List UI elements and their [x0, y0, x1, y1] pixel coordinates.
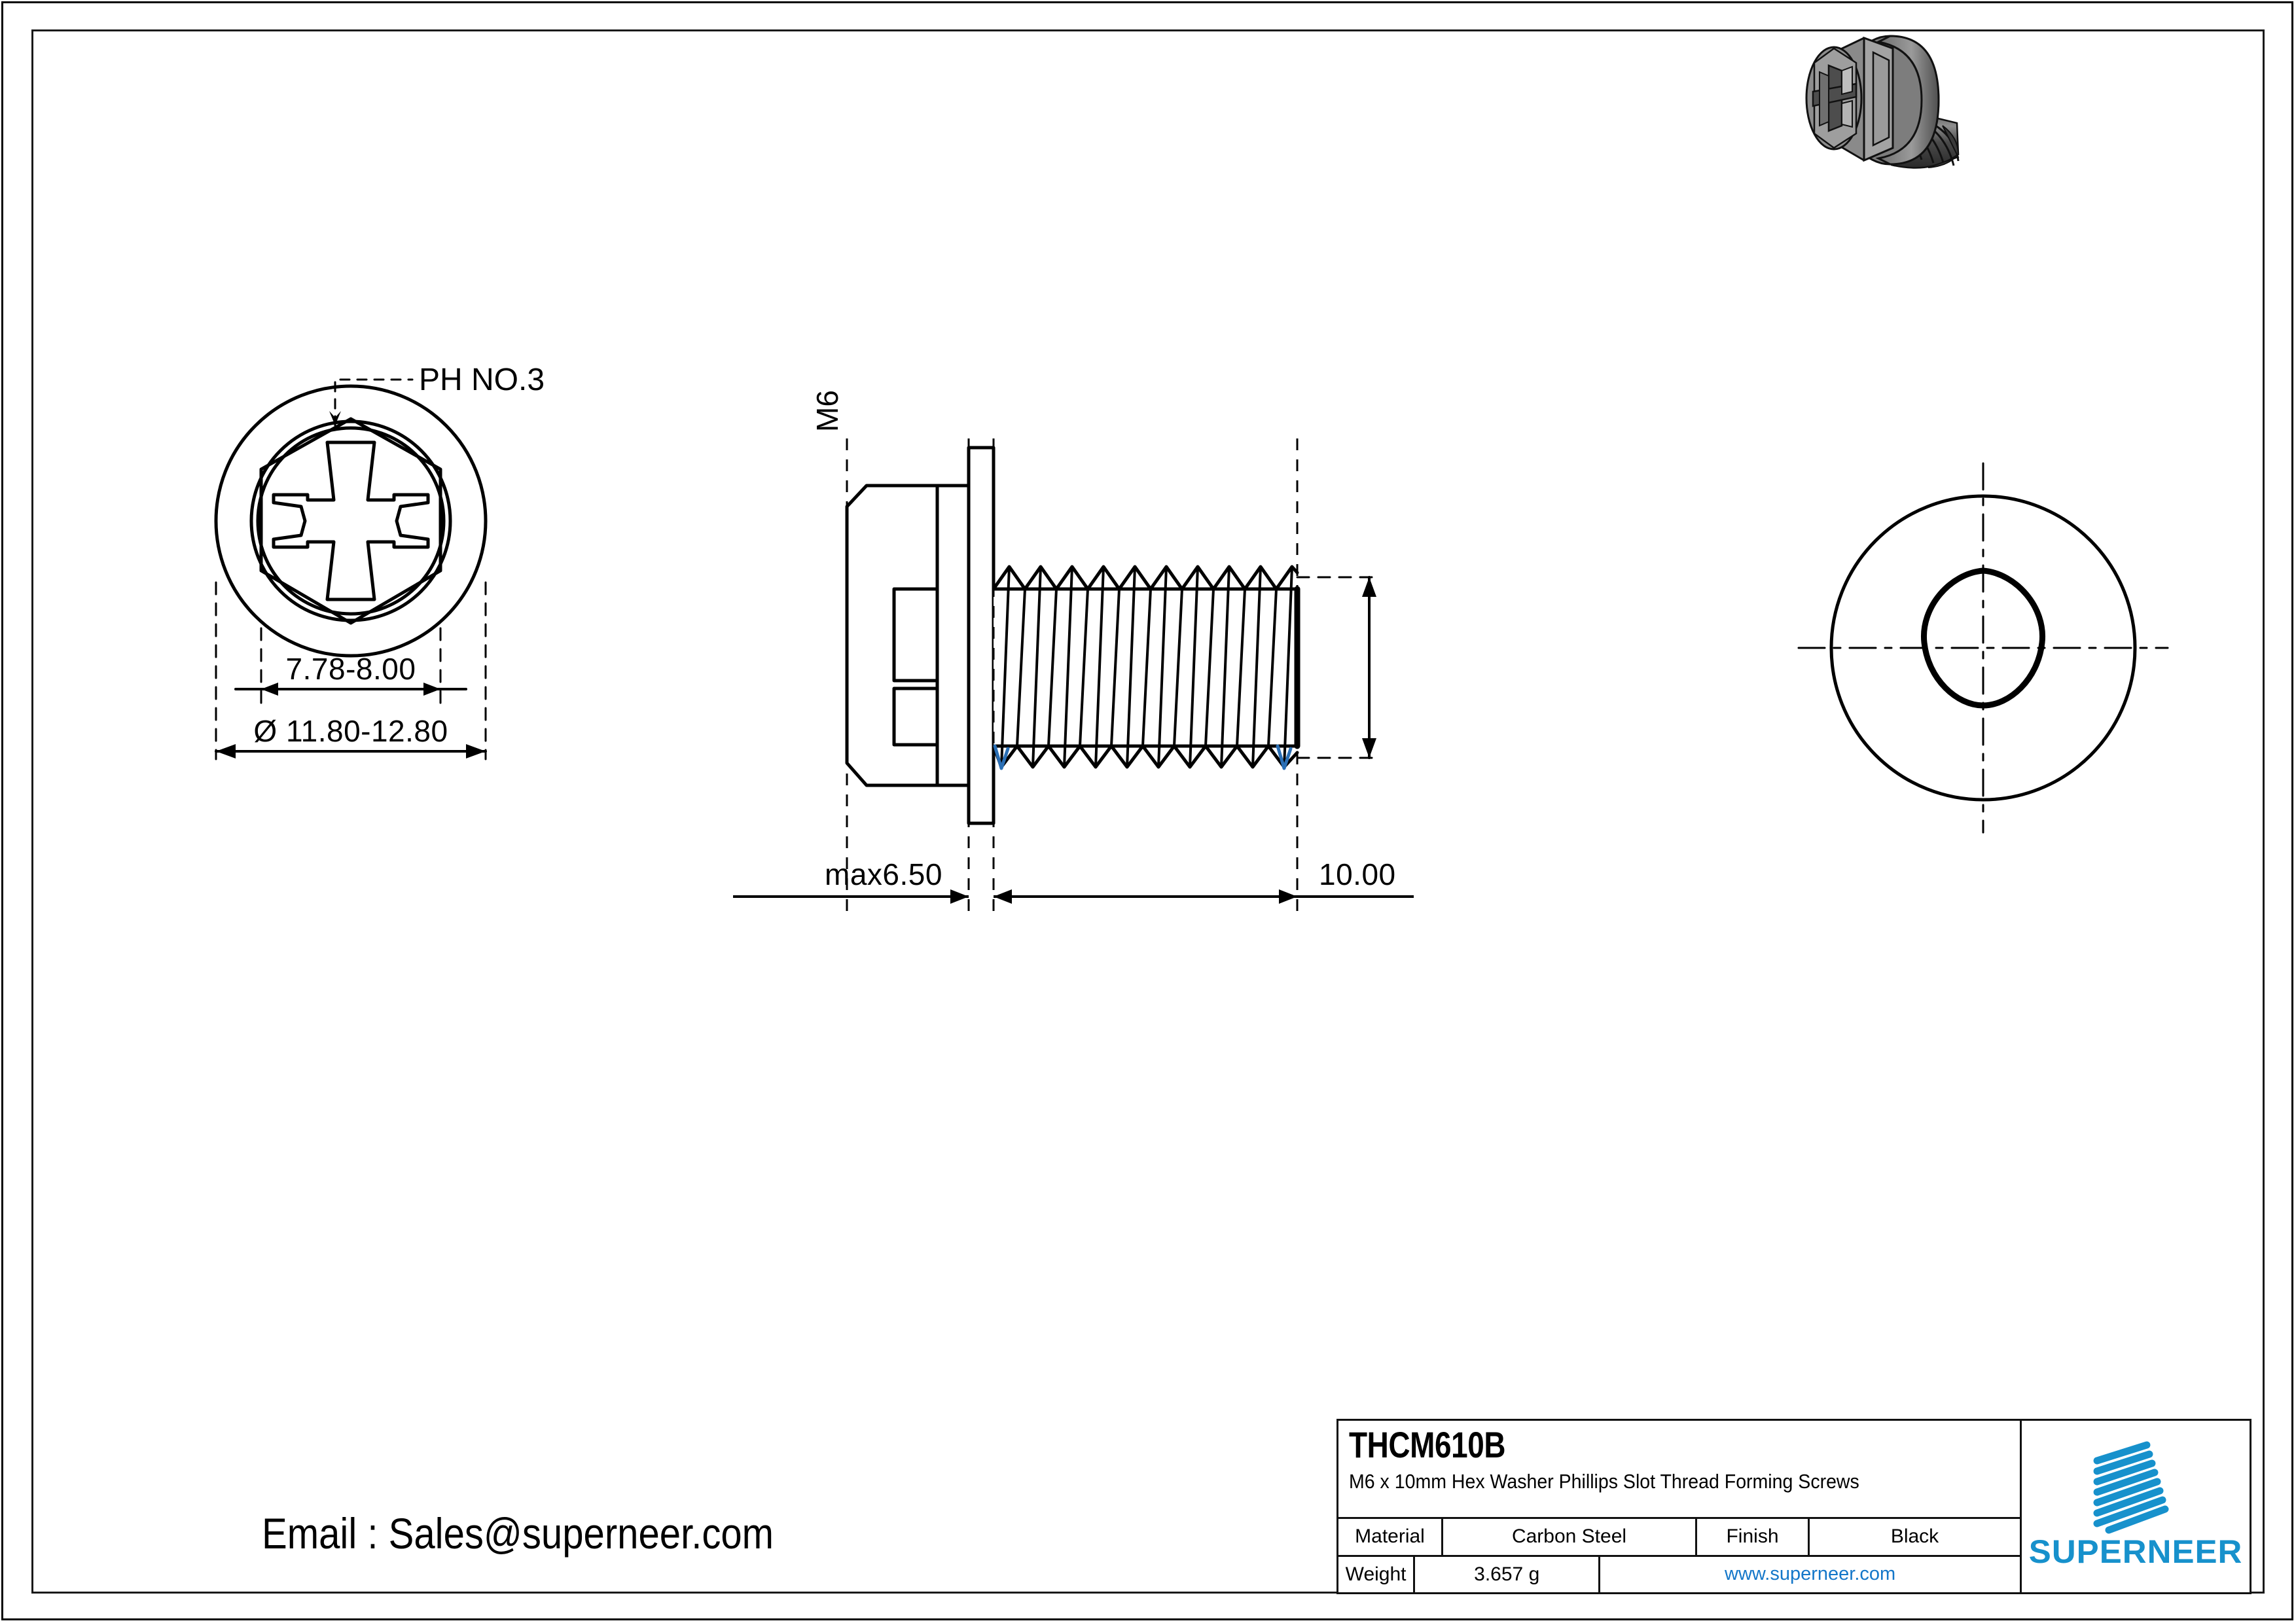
head-end-view: 7.78-8.00 Ø 11.80-12.80 PH NO.3: [196, 363, 615, 864]
brand-wordmark: SUPERNEER: [2028, 1533, 2243, 1570]
dim-m6: [1362, 576, 1376, 759]
extension-lines: [215, 581, 487, 760]
dim-thread-length: [994, 889, 1414, 904]
ph-size-label: PH NO.3: [419, 363, 545, 397]
hex-outline: [259, 417, 442, 625]
part-description: M6 x 10mm Hex Washer Phillips Slot Threa…: [1349, 1470, 1859, 1493]
title-block-row-weight: Weight 3.657 g www.superneer.com: [1338, 1556, 2020, 1592]
head-body: [935, 484, 971, 787]
ph-leader-arrow: [329, 411, 341, 425]
dim-across-flats-label: 7.78-8.00: [286, 652, 416, 686]
sheet-inner-border: [31, 29, 2265, 1594]
m6-extension-lines: [1296, 576, 1382, 759]
head-circle-outer: [249, 419, 452, 622]
part-number: THCM610B: [1349, 1424, 1506, 1465]
title-block-row-material: Material Carbon Steel Finish Black: [1338, 1519, 2020, 1557]
email-contact-line: Email : Sales@superneer.com: [262, 1509, 774, 1558]
title-block-header: THCM610B M6 x 10mm Hex Washer Phillips S…: [1338, 1421, 2020, 1519]
dim-washer-dia-label: Ø 11.80-12.80: [253, 714, 448, 748]
dim-across-flats: [234, 683, 467, 696]
front-extension-lines: [846, 438, 1299, 916]
dim-m6-label: M6: [810, 390, 844, 432]
point-end-view: [1793, 458, 2173, 838]
weight-label: Weight: [1338, 1556, 1416, 1592]
shank-outer-circle: [1829, 494, 2137, 802]
superneer-logo-icon: [2093, 1441, 2169, 1534]
finish-label: Finish: [1697, 1519, 1810, 1555]
trilobular-profile: [1920, 567, 2046, 709]
side-section-view: M6: [810, 390, 1571, 838]
head-circle-inner: [256, 426, 446, 616]
thread-helix-lines: [1000, 565, 1293, 768]
title-block: THCM610B M6 x 10mm Hex Washer Phillips S…: [1336, 1419, 2251, 1594]
hex-head-profile: [845, 484, 939, 787]
website-link[interactable]: www.superneer.com: [1725, 1563, 1896, 1585]
washer-flange: [967, 446, 996, 825]
thread-start-marks: [993, 744, 1293, 770]
centre-lines: [1797, 462, 2169, 834]
title-block-main: THCM610B M6 x 10mm Hex Washer Phillips S…: [1338, 1421, 2022, 1592]
material-label: Material: [1338, 1519, 1443, 1555]
material-value: Carbon Steel: [1443, 1519, 1697, 1555]
isometric-screw-render: [1793, 26, 2068, 177]
iso-head-face: [1805, 46, 1863, 151]
washer-outer-circle: [214, 384, 488, 658]
dim-washer-dia: [215, 744, 487, 758]
front-view-dimension-row: max6.50 10.00: [733, 438, 1597, 962]
phillips-cross-recess: [272, 440, 430, 601]
dim-head-height: [733, 889, 969, 904]
dim-thread-length-label: 10.00: [1319, 857, 1396, 891]
weight-value: 3.657 g: [1415, 1556, 1601, 1592]
brand-panel: SUPERNEER: [2022, 1421, 2250, 1592]
finish-value: Black: [1890, 1525, 1939, 1548]
dim-head-height-label: max6.50: [825, 857, 942, 891]
